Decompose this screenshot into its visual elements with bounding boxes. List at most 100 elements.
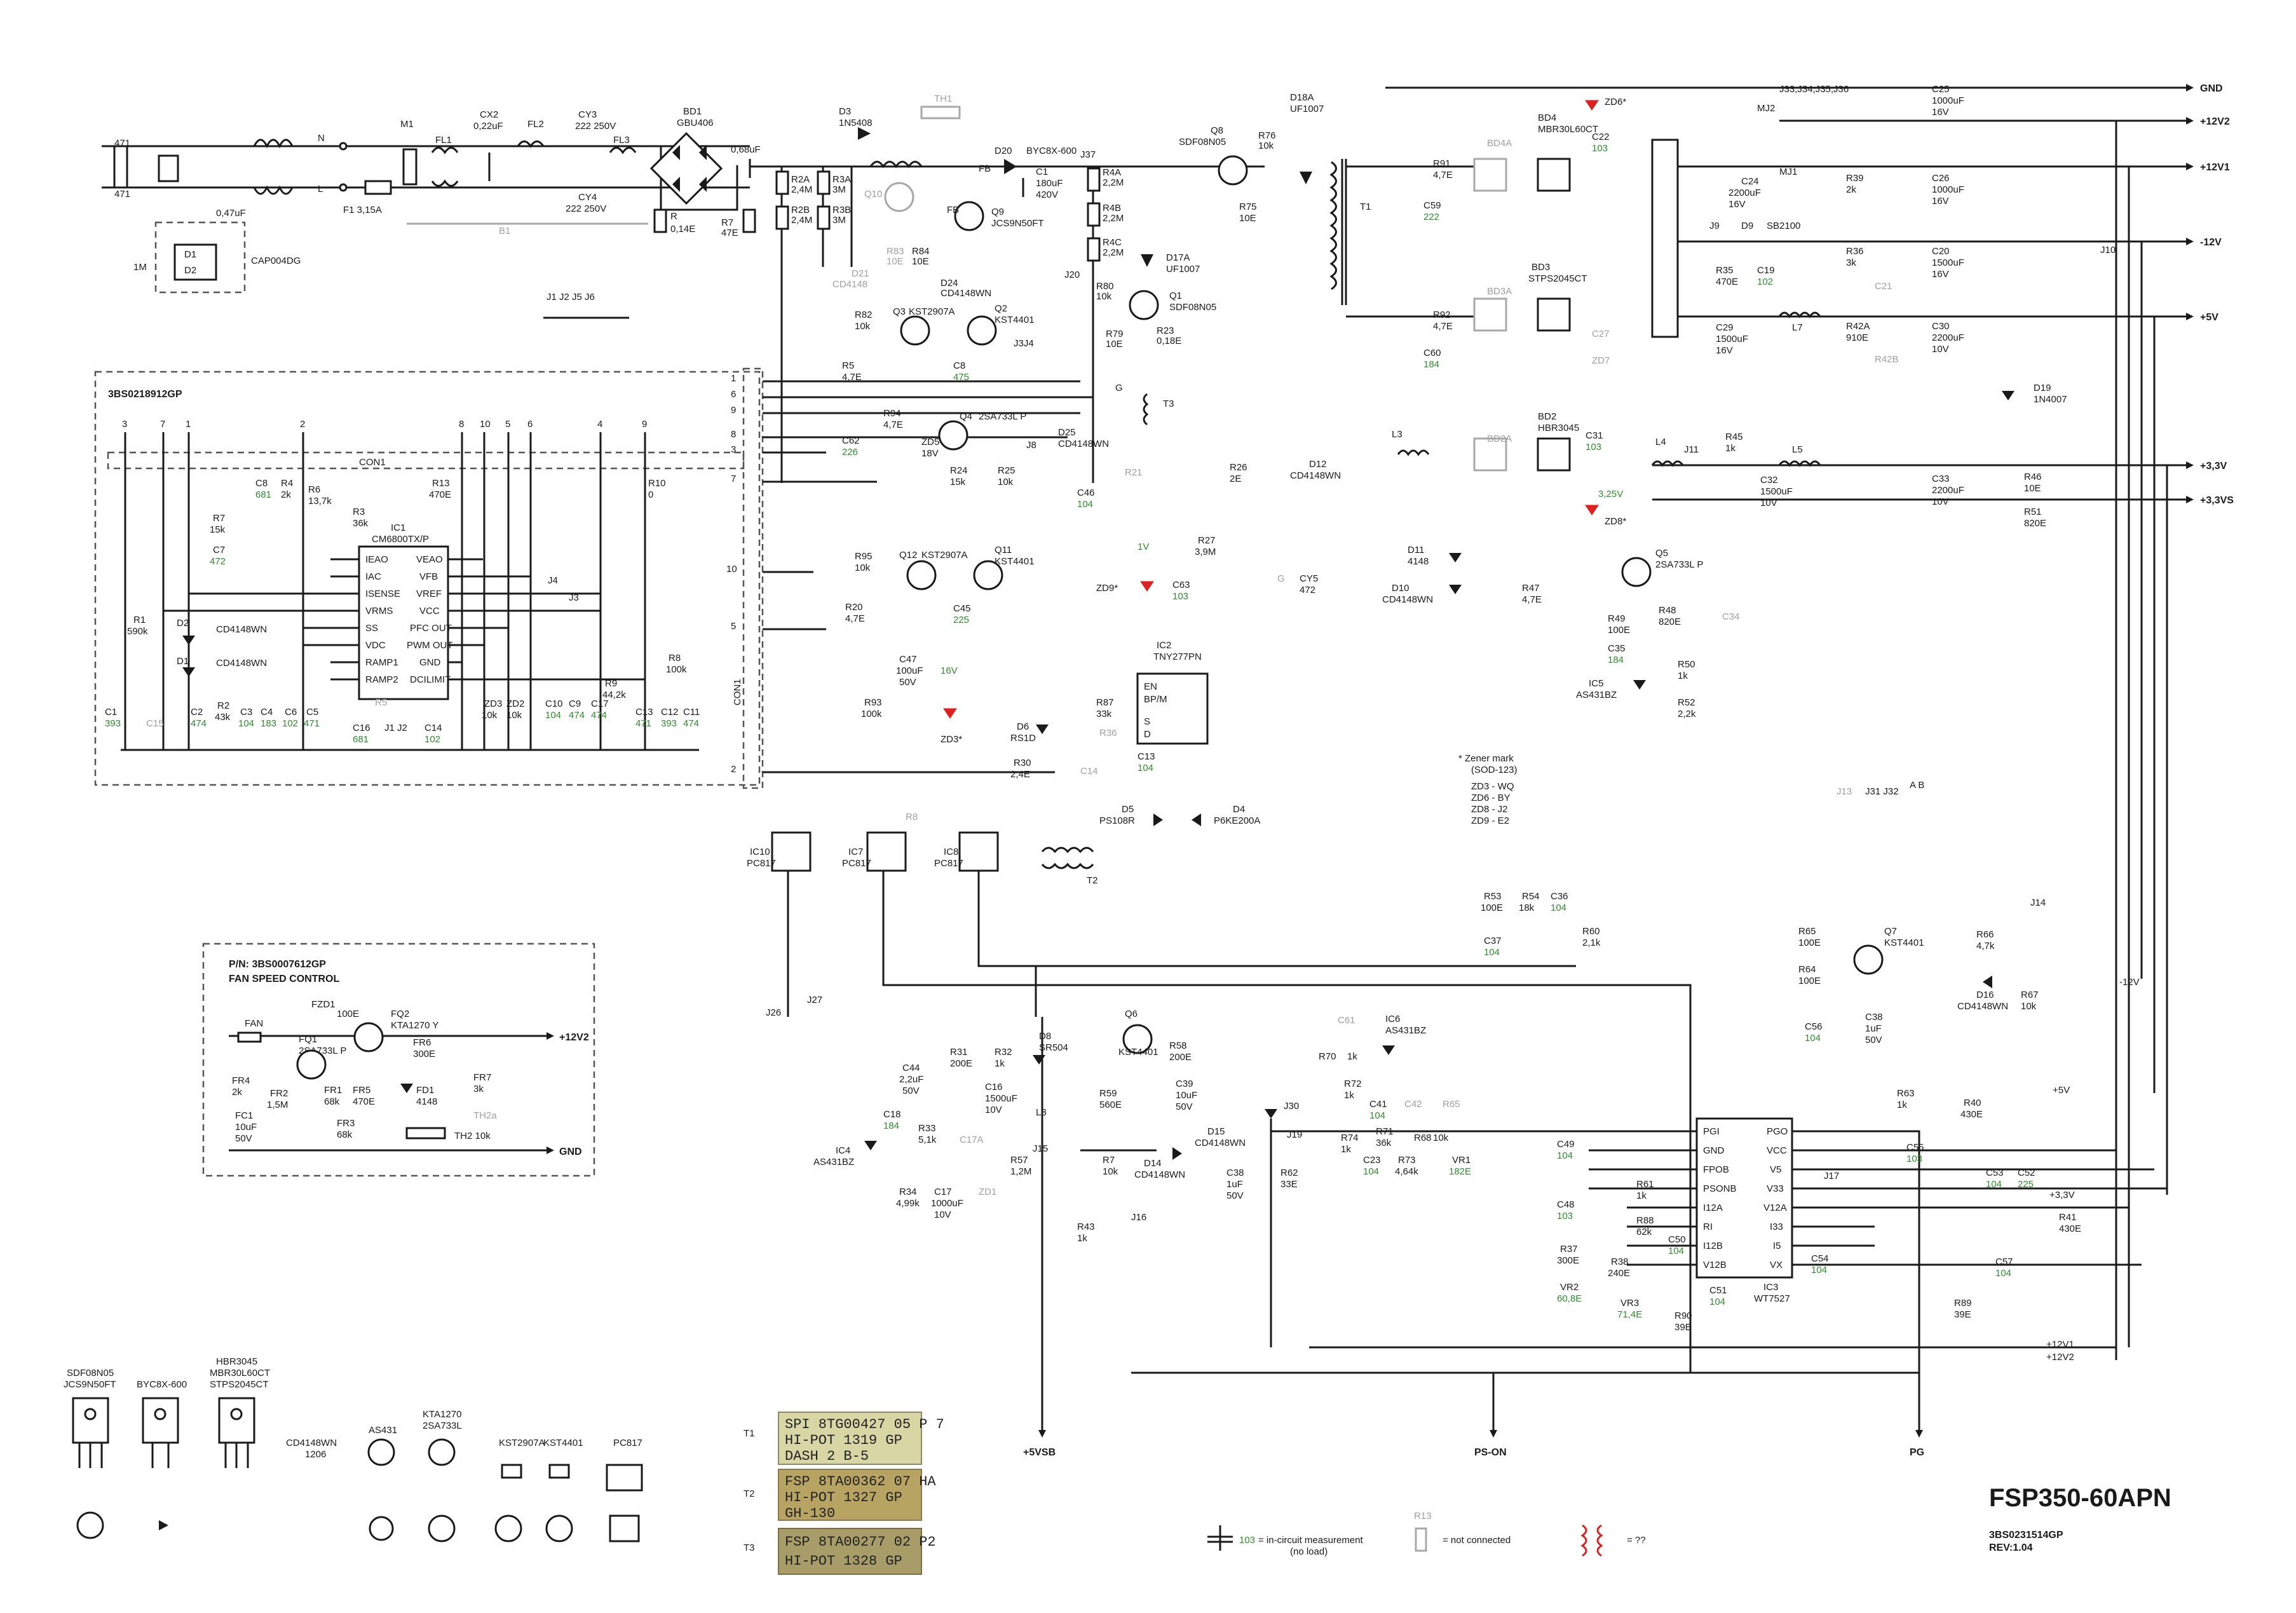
svg-text:T2: T2 xyxy=(1087,875,1098,886)
svg-text:2,1k: 2,1k xyxy=(1582,937,1601,948)
document-revision: REV:1.04 xyxy=(1989,1542,2033,1553)
svg-text:C29: C29 xyxy=(1716,322,1734,333)
svg-text:R35: R35 xyxy=(1716,265,1734,276)
supervisor-section: IC3 WT7527 PGI GND FPOB PSONB I12A RI I1… xyxy=(1474,1085,2167,1458)
svg-text:AS431BZ: AS431BZ xyxy=(1385,1025,1426,1036)
svg-text:103: 103 xyxy=(1172,591,1188,602)
svg-text:R13: R13 xyxy=(432,478,450,489)
svg-text:R67: R67 xyxy=(2021,990,2039,1000)
svg-text:D: D xyxy=(1144,729,1151,740)
svg-text:0,18E: 0,18E xyxy=(1157,336,1181,346)
svg-text:C4: C4 xyxy=(261,707,273,718)
svg-text:RAMP1: RAMP1 xyxy=(365,657,398,668)
svg-text:R70: R70 xyxy=(1319,1051,1336,1062)
svg-text:VREF: VREF xyxy=(416,589,442,599)
svg-text:RI: RI xyxy=(1703,1222,1713,1232)
svg-text:R46: R46 xyxy=(2024,472,2042,482)
svg-text:AS431BZ: AS431BZ xyxy=(813,1157,854,1167)
rail-12v1: +12V1 xyxy=(2200,162,2230,173)
svg-text:AS431BZ: AS431BZ xyxy=(1576,690,1617,700)
svg-text:R10: R10 xyxy=(648,478,666,489)
svg-text:TH2a: TH2a xyxy=(473,1110,497,1121)
svg-text:FR1: FR1 xyxy=(324,1085,342,1096)
svg-text:4,7k: 4,7k xyxy=(1976,941,1995,951)
svg-text:FL3: FL3 xyxy=(613,135,630,146)
svg-text:R8: R8 xyxy=(669,653,681,664)
svg-text:BD2A: BD2A xyxy=(1487,433,1512,444)
svg-text:474: 474 xyxy=(191,718,207,729)
svg-text:3: 3 xyxy=(122,419,127,430)
svg-text:C62: C62 xyxy=(842,435,860,446)
svg-text:8: 8 xyxy=(731,429,736,440)
svg-text:7: 7 xyxy=(731,473,736,484)
svg-text:3k: 3k xyxy=(473,1084,484,1094)
svg-text:C34: C34 xyxy=(1722,611,1740,622)
svg-text:FPOB: FPOB xyxy=(1703,1164,1729,1175)
svg-text:CD4148WN: CD4148WN xyxy=(1290,470,1341,481)
svg-text:KST4401: KST4401 xyxy=(995,315,1035,325)
svg-text:DCILIMIT: DCILIMIT xyxy=(410,674,451,685)
svg-text:225: 225 xyxy=(953,615,969,625)
svg-text:J14: J14 xyxy=(2030,897,2046,908)
svg-text:R65: R65 xyxy=(1798,926,1816,937)
svg-text:62k: 62k xyxy=(1636,1227,1652,1237)
svg-text:100E: 100E xyxy=(337,1009,359,1019)
svg-text:R30: R30 xyxy=(1014,758,1031,768)
svg-text:R2A: R2A xyxy=(791,174,810,185)
svg-text:1k: 1k xyxy=(1347,1051,1357,1062)
svg-text:TH2 10k: TH2 10k xyxy=(454,1131,491,1141)
svg-text:S: S xyxy=(1144,716,1150,727)
svg-text:D21: D21 xyxy=(852,268,869,279)
svg-text:MJ1: MJ1 xyxy=(1779,167,1797,177)
svg-text:103: 103 xyxy=(1906,1154,1922,1164)
svg-text:CON1: CON1 xyxy=(732,679,743,705)
svg-text:KST2907A: KST2907A xyxy=(499,1438,545,1448)
svg-text:1k: 1k xyxy=(1341,1144,1351,1155)
svg-text:681: 681 xyxy=(255,489,271,500)
svg-text:D2: D2 xyxy=(177,618,189,629)
svg-text:100E: 100E xyxy=(1798,937,1821,948)
svg-text:68k: 68k xyxy=(324,1096,340,1107)
svg-text:182E: 182E xyxy=(1449,1166,1471,1177)
svg-text:D4: D4 xyxy=(1233,804,1245,815)
svg-text:10V: 10V xyxy=(1932,496,1949,507)
svg-text:R72: R72 xyxy=(1344,1079,1362,1089)
svg-text:0,22uF: 0,22uF xyxy=(473,121,503,132)
svg-text:1000uF: 1000uF xyxy=(1932,95,1964,106)
svg-text:475: 475 xyxy=(953,372,969,383)
svg-text:SR504: SR504 xyxy=(1039,1042,1068,1053)
svg-text:10E: 10E xyxy=(1239,213,1256,224)
svg-text:V33: V33 xyxy=(1767,1183,1784,1194)
svg-text:2200uF: 2200uF xyxy=(1932,485,1964,496)
svg-text:C18: C18 xyxy=(883,1109,901,1120)
svg-text:V12B: V12B xyxy=(1703,1260,1727,1270)
svg-text:VDC: VDC xyxy=(365,640,386,651)
svg-text:R36: R36 xyxy=(1846,246,1864,257)
svg-text:M1: M1 xyxy=(400,119,414,130)
svg-text:2,2M: 2,2M xyxy=(1103,213,1124,224)
svg-text:471: 471 xyxy=(114,138,130,149)
svg-text:1k: 1k xyxy=(1897,1099,1907,1110)
svg-text:1k: 1k xyxy=(1344,1090,1354,1101)
svg-text:CON1: CON1 xyxy=(359,457,386,468)
svg-text:D9: D9 xyxy=(1741,221,1753,231)
svg-text:STPS2045CT: STPS2045CT xyxy=(210,1379,269,1390)
svg-text:590k: 590k xyxy=(127,626,148,637)
svg-text:3k: 3k xyxy=(1846,257,1856,268)
pfc-pin-labels: 3 7 1 2 8 10 5 6 4 9 xyxy=(122,419,647,430)
svg-text:CD4148: CD4148 xyxy=(832,279,867,290)
svg-text:ZD8*: ZD8* xyxy=(1605,516,1626,527)
protection-section: R53 100E R54 18k C36 104 R60 2,1k C37 10… xyxy=(1035,891,2116,1374)
svg-text:50V: 50V xyxy=(1226,1190,1244,1201)
svg-text:C24: C24 xyxy=(1741,176,1759,187)
svg-text:= ??: = ?? xyxy=(1627,1535,1646,1546)
svg-text:D5: D5 xyxy=(1122,804,1134,815)
svg-text:184: 184 xyxy=(1423,359,1439,370)
ic3-body xyxy=(1695,1117,1793,1279)
svg-text:FQ1: FQ1 xyxy=(299,1034,317,1045)
svg-text:C39: C39 xyxy=(1176,1079,1193,1089)
svg-text:T3: T3 xyxy=(744,1542,755,1553)
fan-board-pn: P/N: 3BS0007612GP xyxy=(229,959,326,970)
ic1-body xyxy=(358,545,449,700)
